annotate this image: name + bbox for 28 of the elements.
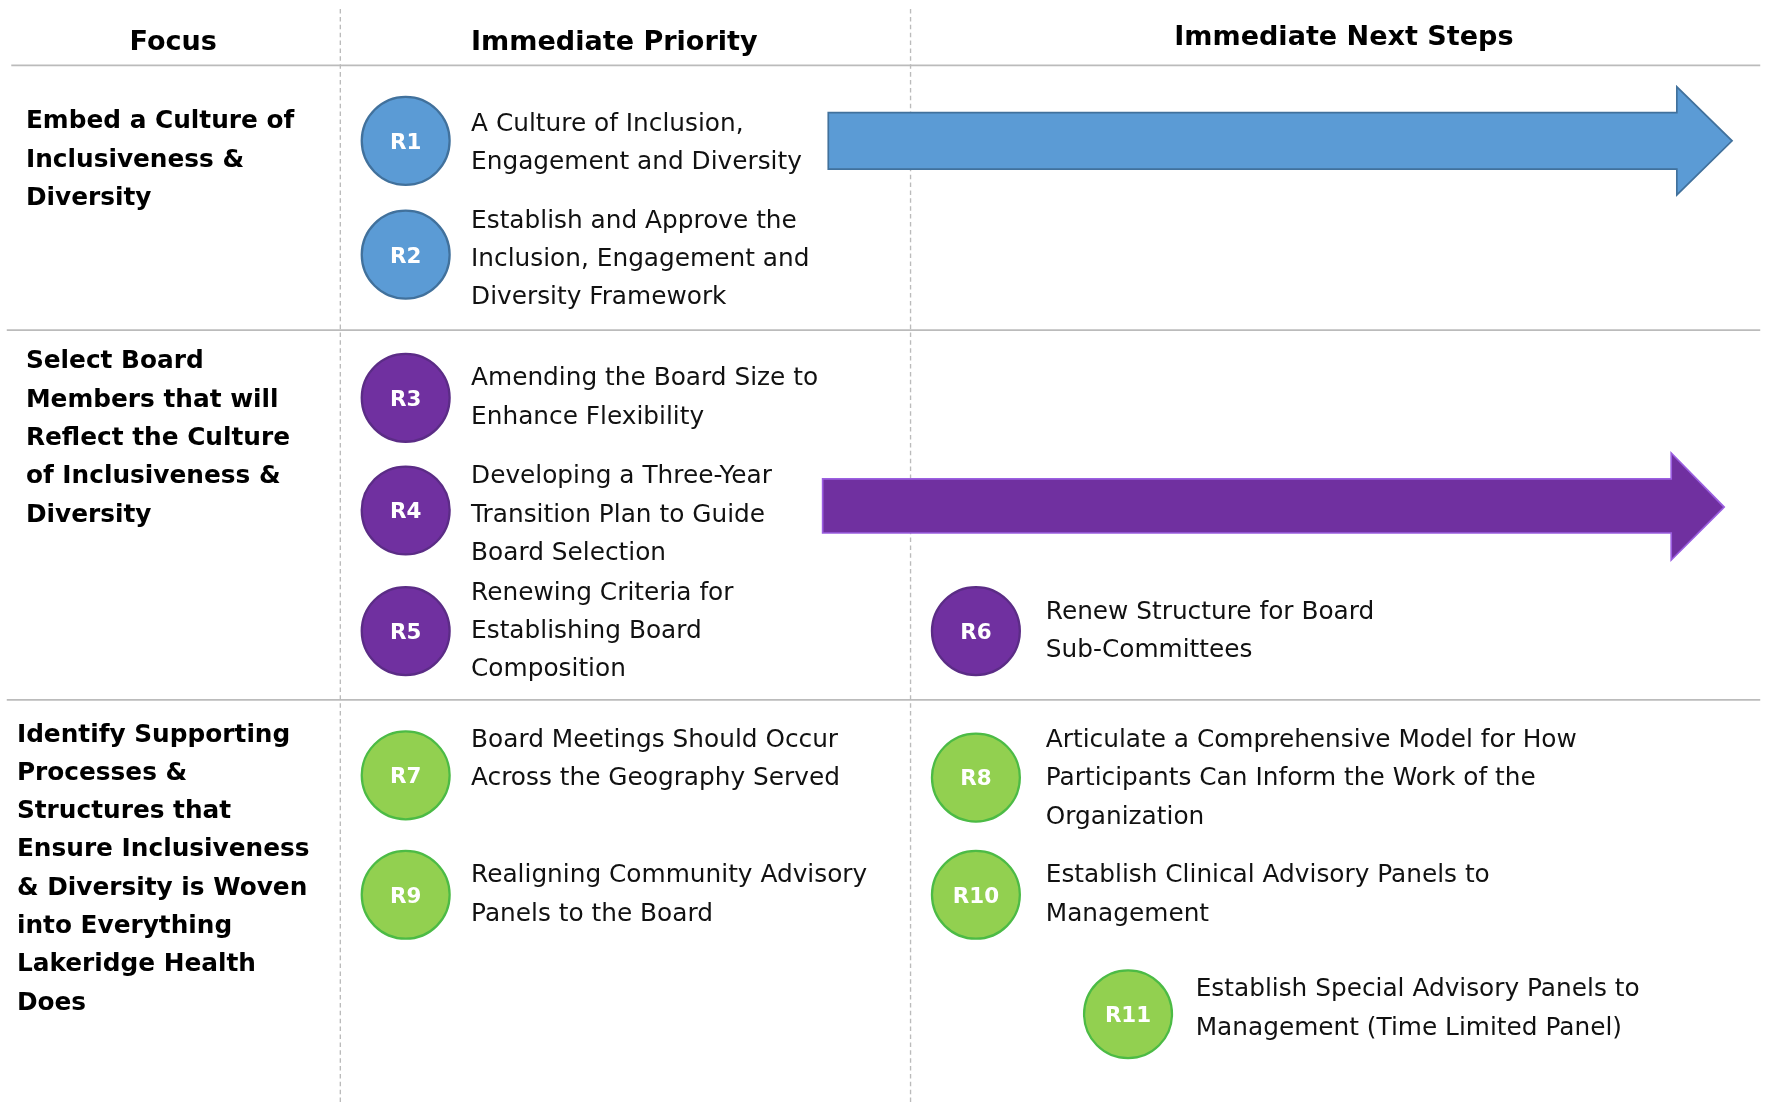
priority-text: Realigning Community Advisory Panels to the Board: [471, 858, 869, 929]
number-circle: R1: [360, 95, 451, 186]
number-circle: R8: [930, 732, 1021, 823]
priority-text: Establish Clinical Advisory Panels to Management: [1045, 858, 1491, 929]
priority-text: Board Meetings Should Occur Across the Geography Served: [471, 723, 841, 794]
number-circle: R4: [360, 465, 451, 556]
number-circle: R11: [1082, 969, 1174, 1060]
number-circle: R6: [930, 586, 1021, 677]
priority-text: Renew Structure for Board Sub-Committees: [1045, 595, 1376, 665]
focus-heading: Select Board Members that will Reflect the Culture of Inclusiveness & Diversity: [25, 344, 292, 530]
number-circle: R9: [360, 849, 451, 940]
number-circle: R5: [360, 586, 451, 677]
priority-text: Developing a Three-Year Transition Plan to Guide Board Selection: [471, 459, 773, 568]
column-header: Immediate Next Steps: [1174, 20, 1514, 52]
focus-heading: Identify Supporting Processes & Structures that Ensure Inclusiveness & Diversity is Woven into Everything Lakeridge Health Does: [16, 717, 310, 1018]
focus-heading: Embed a Culture of Inclusiveness & Diversity: [25, 104, 296, 213]
priority-text: Articulate a Comprehensive Model for How Participants Can Inform the Work of the Organization: [1045, 723, 1578, 832]
priority-text: Amending the Board Size to Enhance Flexibility: [471, 361, 820, 432]
priority-text: A Culture of Inclusion, Engagement and Diversity: [471, 107, 803, 177]
priority-text: Renewing Criteria for Establishing Board Composition: [471, 576, 735, 684]
number-circle: R2: [360, 209, 451, 300]
priority-text: Establish Special Advisory Panels to Management (Time Limited Panel): [1195, 972, 1641, 1043]
column-header: Immediate Priority: [471, 24, 758, 57]
priority-text: Establish and Approve the Inclusion, Engagement and Diversity Framework: [471, 204, 811, 312]
number-circle: R10: [930, 849, 1021, 940]
column-header: Focus: [129, 24, 217, 57]
number-circle: R3: [360, 352, 451, 443]
number-circle: R7: [360, 730, 451, 821]
